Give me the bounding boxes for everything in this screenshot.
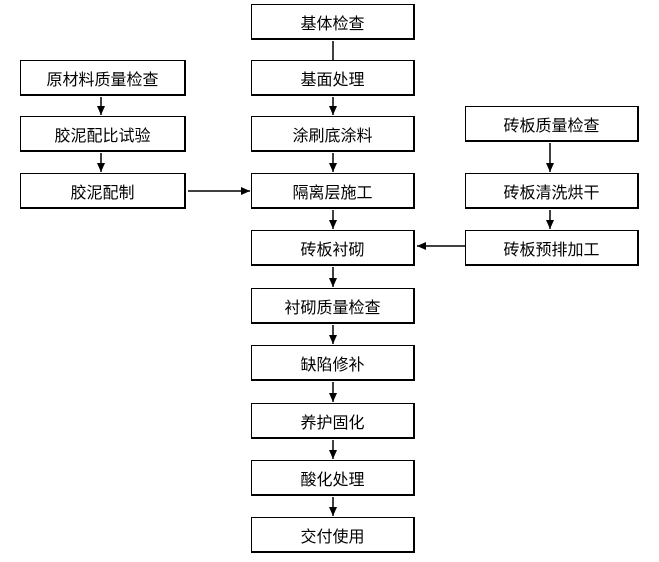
step-curing: 养护固化: [251, 403, 415, 439]
step-mortar-ratio-test: 胶泥配比试验: [20, 116, 186, 152]
step-primer-coating: 涂刷底涂料: [251, 116, 415, 152]
step-defect-repair: 缺陷修补: [251, 345, 415, 381]
step-delivery: 交付使用: [251, 517, 415, 553]
step-surface-treatment: 基面处理: [251, 60, 415, 96]
step-isolation-layer: 隔离层施工: [251, 173, 415, 209]
step-brick-prearrange: 砖板预排加工: [465, 230, 639, 266]
step-acidification: 酸化处理: [251, 460, 415, 496]
step-brick-quality-check: 砖板质量检查: [465, 106, 639, 142]
step-mortar-preparation: 胶泥配制: [20, 173, 186, 209]
step-brick-wash-dry: 砖板清洗烘干: [465, 173, 639, 209]
step-substrate-inspection: 基体检查: [251, 4, 415, 40]
step-lining-quality-check: 衬砌质量检查: [251, 288, 415, 324]
step-brick-lining: 砖板衬砌: [251, 230, 415, 266]
step-raw-material-check: 原材料质量检查: [20, 60, 186, 96]
